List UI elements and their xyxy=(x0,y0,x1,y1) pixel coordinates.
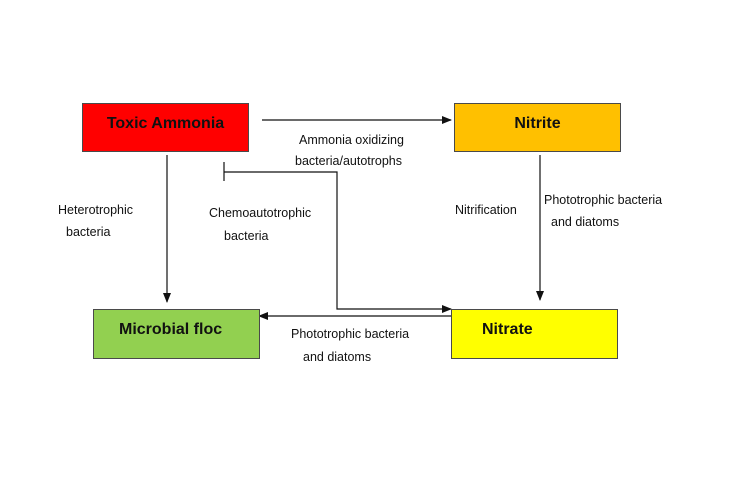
label-heterotrophic-line1: Heterotrophic xyxy=(58,203,134,217)
label-phototrophic-right-line1: Phototrophic bacteria xyxy=(544,193,663,207)
node-nitrite: Nitrite xyxy=(454,103,621,152)
node-microbial-floc: Microbial floc xyxy=(93,309,260,359)
label-heterotrophic-line2: bacteria xyxy=(66,225,111,239)
label-phototrophic-bottom-line2: and diatoms xyxy=(303,350,372,364)
label-phototrophic-right-line2: and diatoms xyxy=(551,215,620,229)
label-nitrification: Nitrification xyxy=(455,203,517,217)
label-phototrophic-bottom-line1: Phototrophic bacteria xyxy=(291,327,410,341)
node-nitrate-label: Nitrate xyxy=(482,321,533,338)
node-toxic-ammonia: Toxic Ammonia xyxy=(82,103,249,152)
node-nitrite-label: Nitrite xyxy=(514,115,561,132)
label-ammonia-oxidizing-line1: Ammonia oxidizing xyxy=(299,133,404,147)
label-chemoautotrophic-line1: Chemoautotrophic xyxy=(209,206,312,220)
label-chemoautotrophic-line2: bacteria xyxy=(224,229,269,243)
label-ammonia-oxidizing-line2: bacteria/autotrophs xyxy=(295,154,403,168)
node-microbial-floc-label: Microbial floc xyxy=(119,321,223,338)
node-toxic-ammonia-label: Toxic Ammonia xyxy=(106,115,225,132)
edge-ammonia-to-nitrate xyxy=(224,171,452,313)
node-nitrate: Nitrate xyxy=(451,309,618,359)
